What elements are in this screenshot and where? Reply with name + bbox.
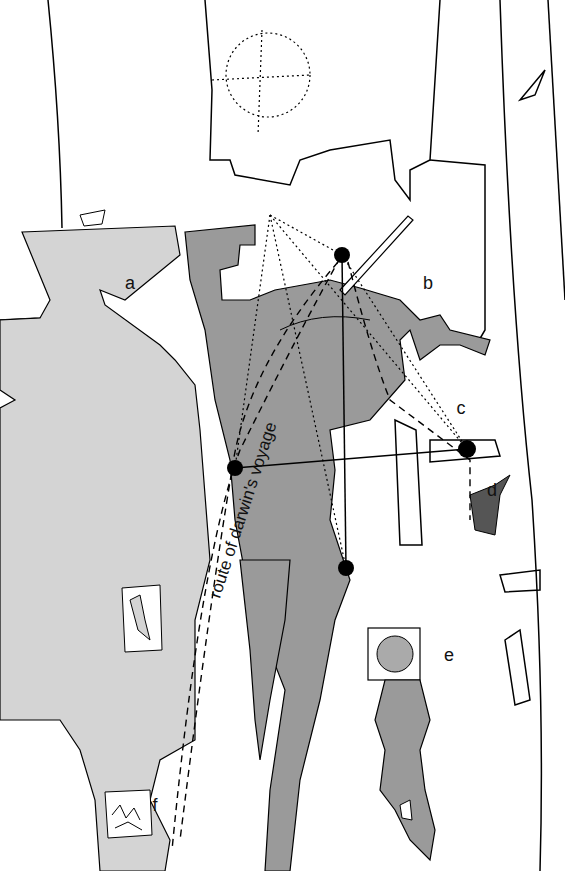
bird-shape xyxy=(470,475,510,535)
callout-letter: e xyxy=(444,646,454,664)
callout-letter: a xyxy=(125,274,135,292)
crosshair xyxy=(212,30,310,135)
callout-letter: c xyxy=(457,399,466,417)
callout-letter: f xyxy=(152,796,157,814)
callout-letter: d xyxy=(487,481,497,499)
measure-lines xyxy=(235,255,467,568)
left-figure xyxy=(0,210,210,871)
voyage-route xyxy=(172,250,470,850)
marker-dots xyxy=(227,247,476,576)
small-figure xyxy=(368,628,435,860)
callout-letter: b xyxy=(423,274,433,292)
violin-player xyxy=(185,216,490,871)
